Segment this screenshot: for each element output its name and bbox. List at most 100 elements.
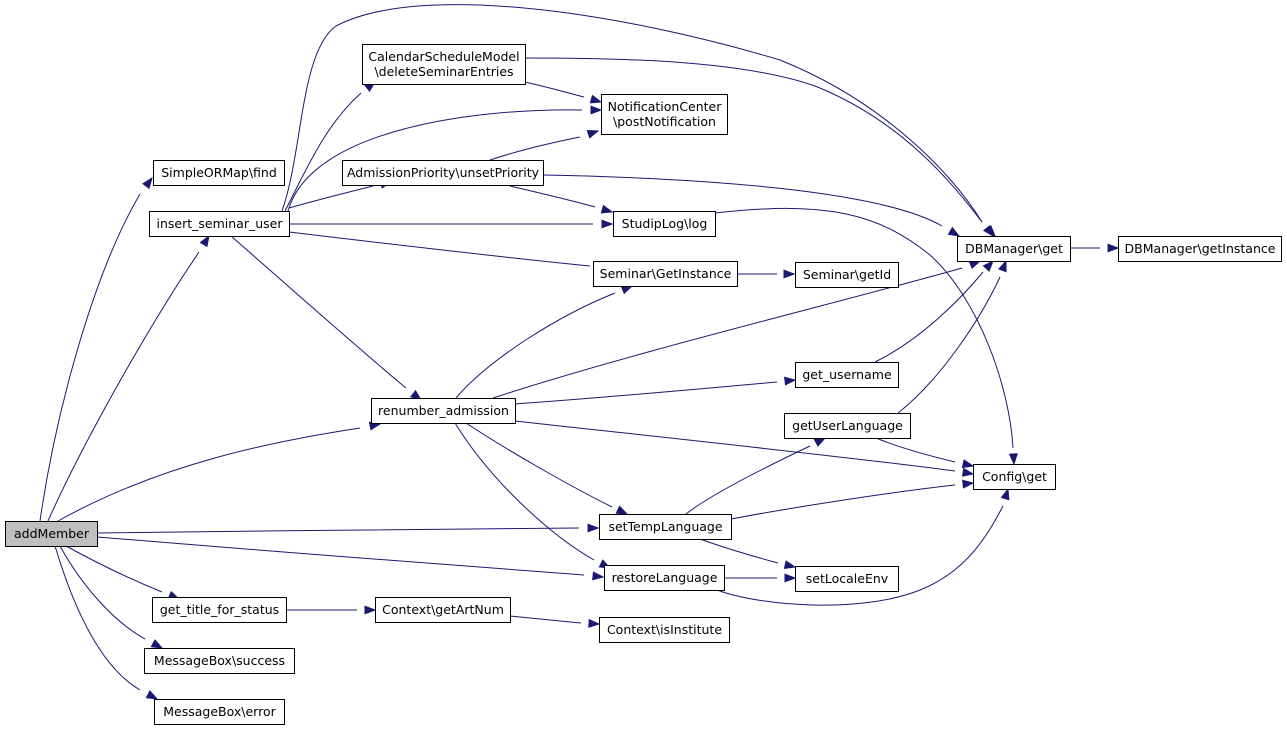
edge-addMember-to-MessageBox-error xyxy=(54,545,159,700)
arrowhead xyxy=(1107,243,1120,253)
node-box xyxy=(795,362,899,388)
node-box xyxy=(795,262,899,288)
arrowhead xyxy=(199,234,210,248)
node-label: renumber_admission xyxy=(378,403,509,418)
node-DBManager-getInstance[interactable]: DBManager\getInstance xyxy=(1118,236,1282,262)
edge-restoreLanguage-to-setLocaleEnv xyxy=(724,573,797,583)
node-insert_seminar_user[interactable]: insert_seminar_user xyxy=(149,211,290,237)
node-Context-getArtNum[interactable]: Context\getArtNum xyxy=(375,597,511,623)
edge-restoreLanguage-to-Config-get xyxy=(716,487,1010,606)
node-Config-get[interactable]: Config\get xyxy=(973,464,1056,490)
edge-renumber_admission-to-Config-get xyxy=(514,420,975,477)
node-box xyxy=(1118,236,1282,262)
node-box xyxy=(795,566,899,592)
node-box xyxy=(784,413,911,439)
nodes-layer: addMember SimpleORMap\find insert_seminar_… xyxy=(5,44,1282,725)
node-box xyxy=(599,514,732,540)
edge-renumber_admission-to-setTempLanguage xyxy=(465,422,629,515)
edge-line xyxy=(730,484,956,520)
edge-get_title_for_status-to-Context-getArtNum xyxy=(286,605,377,615)
node-MessageBox-success[interactable]: MessageBox\success xyxy=(144,648,295,674)
edge-line xyxy=(230,235,407,389)
edge-line xyxy=(65,545,163,593)
edge-DBManager-get-to-DBManager-getInstance xyxy=(1070,243,1120,253)
arrowhead xyxy=(620,285,634,295)
edge-insert_seminar_user-to-StudipLog-log xyxy=(289,219,614,229)
node-box xyxy=(599,617,730,643)
node-box xyxy=(375,597,511,623)
node-label: NotificationCenter xyxy=(608,99,723,114)
node-get_title_for_status[interactable]: get_title_for_status xyxy=(152,597,287,623)
edge-CalendarScheduleModel-deleteSeminarEntries-to-NotificationCenter-postNotification xyxy=(524,81,603,104)
node-box xyxy=(371,398,516,424)
node-box xyxy=(604,565,725,591)
node-box xyxy=(362,44,526,85)
node-label: MessageBox\error xyxy=(163,704,276,719)
node-DBManager-get[interactable]: DBManager\get xyxy=(957,236,1071,262)
node-label: restoreLanguage xyxy=(612,570,718,585)
edge-getUserLanguage-to-Config-get xyxy=(875,437,975,469)
edge-line xyxy=(47,251,200,522)
node-label: get_title_for_status xyxy=(160,602,279,617)
node-Seminar-getId[interactable]: Seminar\getId xyxy=(795,262,899,288)
node-label: getUserLanguage xyxy=(792,418,903,433)
arrowhead xyxy=(600,204,614,214)
edge-line xyxy=(284,92,362,212)
edge-line xyxy=(542,174,943,227)
edge-insert_seminar_user-to-NotificationCenter-postNotification xyxy=(287,105,603,212)
arrowhead xyxy=(588,618,601,628)
edge-line xyxy=(57,427,361,522)
node-label: setLocaleEnv xyxy=(806,571,889,586)
node-restoreLanguage[interactable]: restoreLanguage xyxy=(604,565,725,591)
node-getUserLanguage[interactable]: getUserLanguage xyxy=(784,413,911,439)
edge-line xyxy=(699,538,779,564)
node-label: StudipLog\log xyxy=(622,216,708,231)
node-renumber_admission[interactable]: renumber_admission xyxy=(371,398,516,424)
arrowhead xyxy=(587,523,600,533)
node-label: SimpleORMap\find xyxy=(161,165,277,180)
node-addMember[interactable]: addMember xyxy=(5,521,98,547)
edge-line xyxy=(455,292,616,399)
arrowhead xyxy=(592,571,605,581)
edge-line xyxy=(524,57,983,223)
arrowhead xyxy=(589,94,603,104)
arrowhead xyxy=(1000,487,1010,501)
node-AdmissionPriority-unsetPriority[interactable]: AdmissionPriority\unsetPriority xyxy=(342,160,544,186)
node-box xyxy=(593,261,738,287)
arrowhead xyxy=(982,259,994,272)
arrowhead xyxy=(962,479,975,489)
node-Seminar-GetInstance[interactable]: Seminar\GetInstance xyxy=(593,261,738,287)
node-box xyxy=(601,94,728,135)
edge-insert_seminar_user-to-Seminar-GetInstance xyxy=(288,231,611,272)
node-StudipLog-log[interactable]: StudipLog\log xyxy=(613,211,716,237)
edge-line xyxy=(489,136,581,161)
arrowhead xyxy=(784,573,797,583)
node-setLocaleEnv[interactable]: setLocaleEnv xyxy=(795,566,899,592)
node-NotificationCenter-postNotification[interactable]: NotificationCenter\postNotification xyxy=(601,94,728,135)
node-label: addMember xyxy=(14,526,90,541)
node-box xyxy=(613,211,716,237)
edge-AdmissionPriority-unsetPriority-to-NotificationCenter-postNotification xyxy=(489,130,600,161)
node-SimpleORMap-find[interactable]: SimpleORMap\find xyxy=(153,160,285,186)
edge-line xyxy=(514,381,778,405)
arrowhead xyxy=(783,269,796,279)
edge-line xyxy=(714,207,1014,449)
edge-line xyxy=(287,109,583,212)
edge-addMember-to-setTempLanguage xyxy=(96,523,600,534)
node-setTempLanguage[interactable]: setTempLanguage xyxy=(599,514,732,540)
node-MessageBox-error[interactable]: MessageBox\error xyxy=(154,699,285,725)
edge-line xyxy=(509,185,596,208)
edge-renumber_admission-to-DBManager-get xyxy=(492,260,982,399)
edge-line xyxy=(59,545,146,640)
arrowhead xyxy=(968,260,982,270)
node-label: Config\get xyxy=(982,469,1047,484)
node-CalendarScheduleModel-deleteSeminarEntries[interactable]: CalendarScheduleModel\deleteSeminarEntri… xyxy=(362,44,526,85)
node-Context-isInstitute[interactable]: Context\isInstitute xyxy=(599,617,730,643)
arrowhead xyxy=(813,437,827,447)
edge-renumber_admission-to-get_username xyxy=(514,376,797,405)
node-label: MessageBox\success xyxy=(154,653,285,668)
node-get_username[interactable]: get_username xyxy=(795,362,899,388)
node-box xyxy=(342,160,544,186)
edge-insert_seminar_user-to-CalendarScheduleModel-deleteSeminarEntries xyxy=(284,81,377,212)
arrowhead xyxy=(961,467,975,477)
